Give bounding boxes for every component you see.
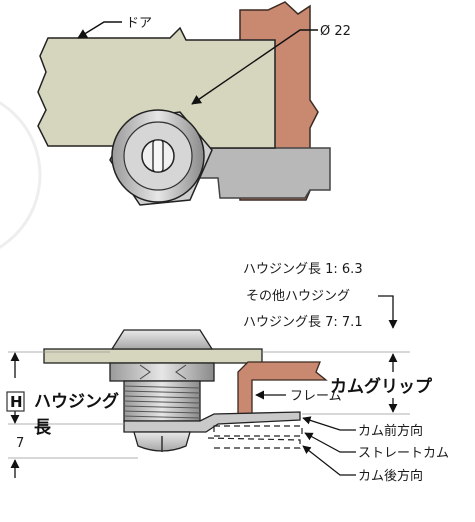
cam-rear-leader: [302, 445, 356, 476]
housing-other-label: その他ハウジング: [246, 289, 350, 304]
door-label: ドア: [126, 16, 152, 31]
housing-long-label: ハウジング長 7: 7.1: [243, 315, 363, 330]
housing-length-label-1: ハウジング: [34, 391, 119, 412]
door-plate: [43, 348, 263, 364]
housing-short-label: ハウジング長 1: 6.3: [243, 262, 363, 277]
cam-forward-leader: [302, 416, 356, 431]
straight-cam-leader: [304, 432, 356, 453]
h-box-letter: H: [10, 393, 23, 411]
nut-detail: [139, 364, 187, 380]
housing-note-arrow: [378, 295, 398, 329]
background-circle: [0, 101, 42, 249]
cam-grip-label: カムグリップ: [330, 376, 433, 397]
cam-rear-label: カム後方向: [358, 468, 423, 484]
h-box: [6, 391, 25, 412]
side-nut: [109, 362, 215, 382]
straight-cam-label: ストレートカム: [358, 446, 449, 461]
door-leader: [77, 21, 122, 39]
threads: [123, 385, 201, 419]
frame-label: フレーム: [290, 389, 342, 404]
cam-rear-outline: [207, 437, 301, 449]
cam-forward-label: カム前方向: [358, 423, 423, 439]
straight-cam-outline: [213, 425, 303, 437]
keyway-slot: [152, 139, 164, 173]
diameter-label: Ø 22: [320, 24, 351, 39]
dim-7-label: 7: [16, 436, 24, 451]
diameter-leader: [191, 29, 318, 105]
side-view: ハウジング長 1: 6.3 その他ハウジング ハウジング長 7: 7.1: [6, 262, 449, 484]
housing-length-label-2: 長: [34, 418, 52, 438]
top-view: ドア Ø 22: [37, 1, 351, 206]
lock-bezel: [110, 329, 214, 350]
frame-side: [237, 361, 328, 419]
